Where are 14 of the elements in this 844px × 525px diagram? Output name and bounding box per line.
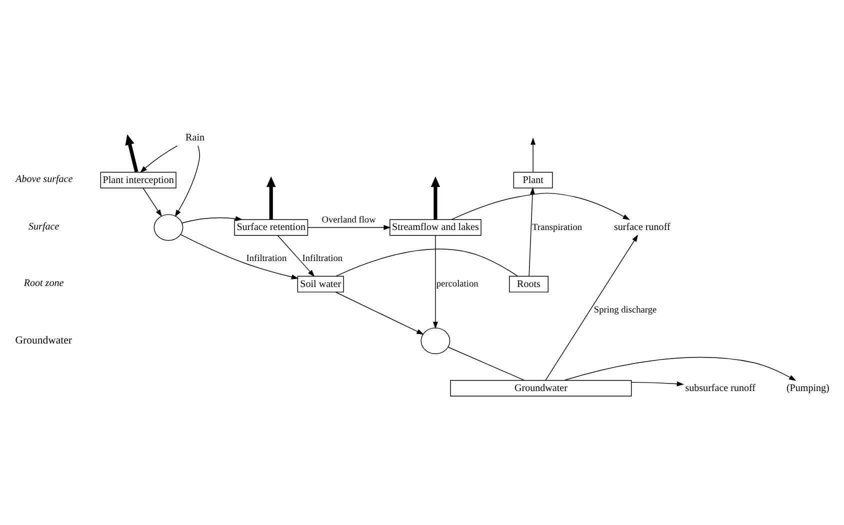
node-text: Rain [186,132,205,143]
edge-label: Infiltration [246,253,287,264]
label: Root zone [24,278,64,289]
edge-label: Infiltration [302,253,343,264]
node-text: subsurface runoff [685,382,756,394]
edge-label: percolation [436,279,478,290]
node-text: surface runoff [614,222,670,233]
edge-label: Transpiration [532,222,582,232]
edge-label: Overland flow [322,215,376,226]
edge-label: Spring discharge [594,304,657,315]
node-text: (Pumping) [786,382,830,394]
label: Above surface [16,174,73,185]
label: Groundwater [15,334,72,346]
label: Surface [28,220,60,232]
